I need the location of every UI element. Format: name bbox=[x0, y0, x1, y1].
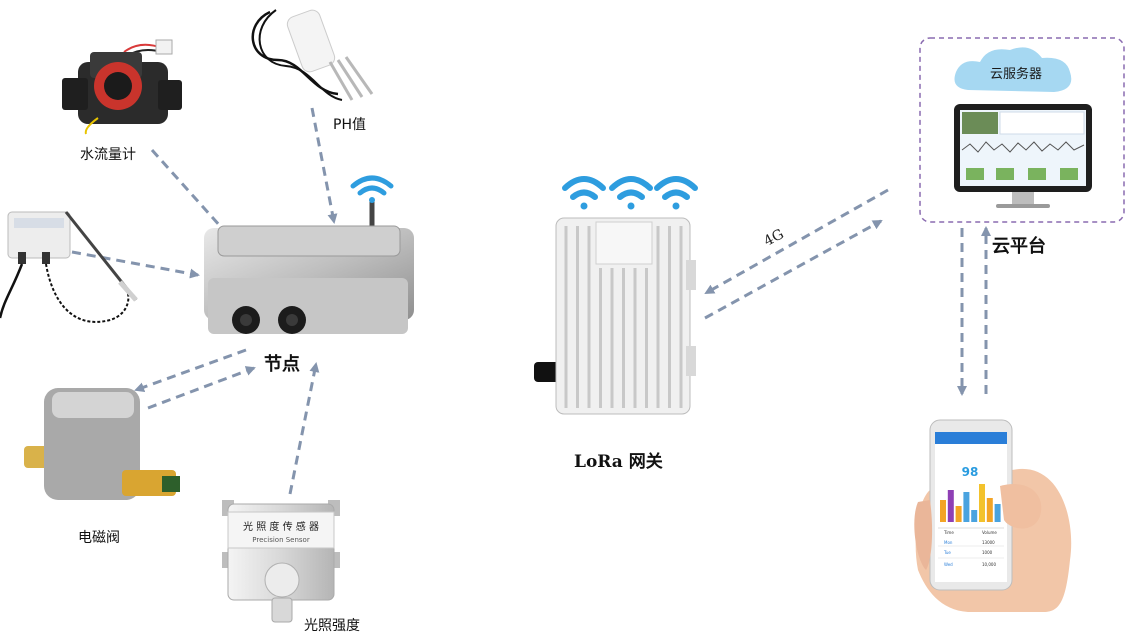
label-cloud-platform: 云平台 bbox=[992, 236, 1046, 257]
light-sensor-icon bbox=[222, 500, 340, 623]
arrow-valve-to-node bbox=[147, 366, 256, 410]
phone-reading: 98 bbox=[962, 465, 979, 479]
label-valve: 电磁阀 bbox=[78, 530, 120, 546]
phone-in-hand-icon bbox=[914, 419, 1072, 612]
phone-bar bbox=[971, 510, 978, 522]
arrow-light-to-node bbox=[288, 362, 320, 495]
ph-probe-icon bbox=[251, 9, 374, 101]
phone-row-3-day: Wed bbox=[944, 562, 953, 567]
phone-table-header-time: Time bbox=[943, 530, 954, 535]
monitor-icon bbox=[954, 104, 1092, 208]
label-ph: PH值 bbox=[333, 117, 366, 133]
arrow-node-to-valve bbox=[134, 348, 247, 392]
phone-bar bbox=[940, 500, 946, 522]
phone-bar bbox=[947, 490, 954, 522]
phone-row-1-day: Mon bbox=[944, 540, 953, 545]
arrow-temp-sensor-to-node bbox=[71, 250, 200, 279]
gateway-wifi-icon-3 bbox=[654, 176, 698, 210]
gateway-wifi-icon-1 bbox=[562, 176, 606, 210]
phone-row-2-value: 1000 bbox=[982, 550, 993, 555]
cloud-server-icon bbox=[954, 47, 1072, 92]
label-gateway: LoRa 网关 bbox=[574, 452, 663, 472]
network-label-4g: 4G bbox=[761, 226, 786, 250]
arrow-cloud-to-gateway bbox=[704, 188, 889, 295]
light-sensor-plate-en: Precision Sensor bbox=[252, 536, 310, 544]
phone-bar bbox=[986, 498, 993, 522]
label-flowmeter: 水流量计 bbox=[80, 147, 136, 163]
arrow-gateway-to-cloud bbox=[704, 219, 883, 320]
light-sensor-plate-cn: 光 照 度 传 感 器 bbox=[243, 520, 319, 533]
cloud-server-label: 云服务器 bbox=[990, 66, 1042, 82]
node-device-icon bbox=[204, 200, 414, 334]
phone-bar bbox=[955, 506, 962, 522]
node-wifi-icon bbox=[350, 175, 394, 203]
connection-arrows bbox=[71, 107, 991, 495]
phone-row-2-day: Tue bbox=[943, 550, 951, 555]
temp-humidity-sensor-icon bbox=[0, 211, 138, 323]
label-node: 节点 bbox=[264, 354, 300, 375]
label-light: 光照强度 bbox=[304, 618, 360, 634]
arrow-ph-to-node bbox=[310, 107, 338, 224]
phone-table-header-volume: Volume bbox=[982, 530, 997, 535]
solenoid-valve-icon bbox=[24, 388, 180, 500]
phone-bar bbox=[994, 504, 1001, 522]
phone-row-1-value: 13000 bbox=[982, 540, 995, 545]
gateway-wifi-icons bbox=[562, 176, 698, 210]
lora-gateway-icon bbox=[534, 217, 696, 415]
phone-bar bbox=[979, 484, 985, 522]
cloud-platform-frame bbox=[919, 37, 1125, 223]
phone-bar bbox=[963, 492, 970, 522]
gateway-wifi-icon-2 bbox=[609, 176, 653, 210]
phone-row-3-value: 10,000 bbox=[982, 562, 996, 567]
water-flow-meter-icon bbox=[62, 39, 182, 135]
